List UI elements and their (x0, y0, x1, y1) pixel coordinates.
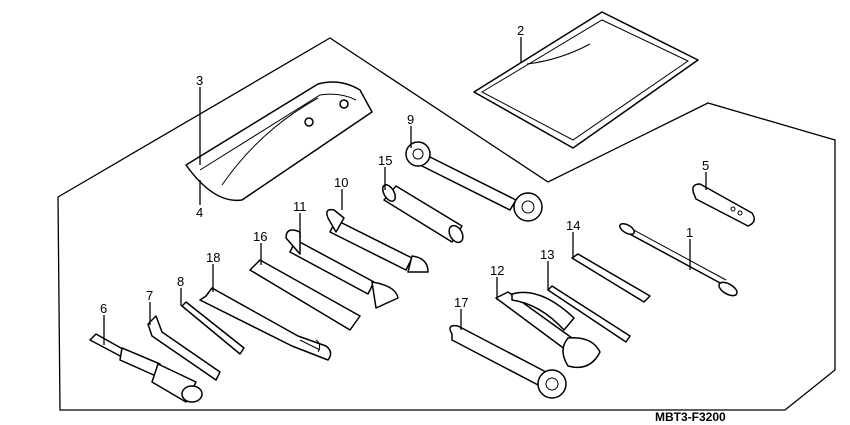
callout-15: 15 (378, 153, 392, 168)
callout-7: 7 (146, 288, 153, 303)
wrench-part-11 (285, 229, 399, 309)
callout-12: 12 (490, 263, 504, 278)
screwdriver-part-6 (89, 333, 203, 403)
tool-bag-part-3 (185, 81, 373, 202)
callout-16: 16 (253, 229, 267, 244)
callout-3: 3 (196, 73, 203, 88)
leader-lines (103, 37, 707, 345)
frame-outline (57, 37, 836, 411)
hex-key-part-18 (199, 287, 332, 361)
callout-8: 8 (177, 274, 184, 289)
screwdriver-part-14 (571, 253, 651, 303)
l-hex-key-part-8 (181, 301, 245, 355)
pouch-part-2 (473, 11, 699, 149)
callout-10: 10 (334, 175, 348, 190)
spanner-part-17 (449, 324, 567, 399)
plate-part-5 (692, 183, 755, 227)
callout-2: 2 (517, 23, 524, 38)
callout-9: 9 (407, 112, 414, 127)
pliers-part-12 (495, 291, 601, 369)
blade-part-13 (547, 285, 631, 343)
callout-11: 11 (293, 199, 307, 214)
callout-17: 17 (454, 295, 468, 310)
bar-part-16 (249, 259, 361, 331)
callout-4: 4 (196, 205, 203, 220)
hex-key-part-7 (147, 315, 221, 381)
wrench-part-10 (326, 208, 429, 273)
callout-5: 5 (702, 158, 709, 173)
socket-part-15 (382, 184, 464, 244)
callout-18: 18 (206, 250, 220, 265)
callout-1: 1 (686, 225, 693, 240)
wrench-part-9 (405, 141, 543, 222)
cable-part-1 (619, 222, 738, 297)
callout-14: 14 (566, 218, 580, 233)
callout-6: 6 (100, 301, 107, 316)
figure-code: MBT3-F3200 (655, 410, 726, 424)
callout-13: 13 (540, 247, 554, 262)
